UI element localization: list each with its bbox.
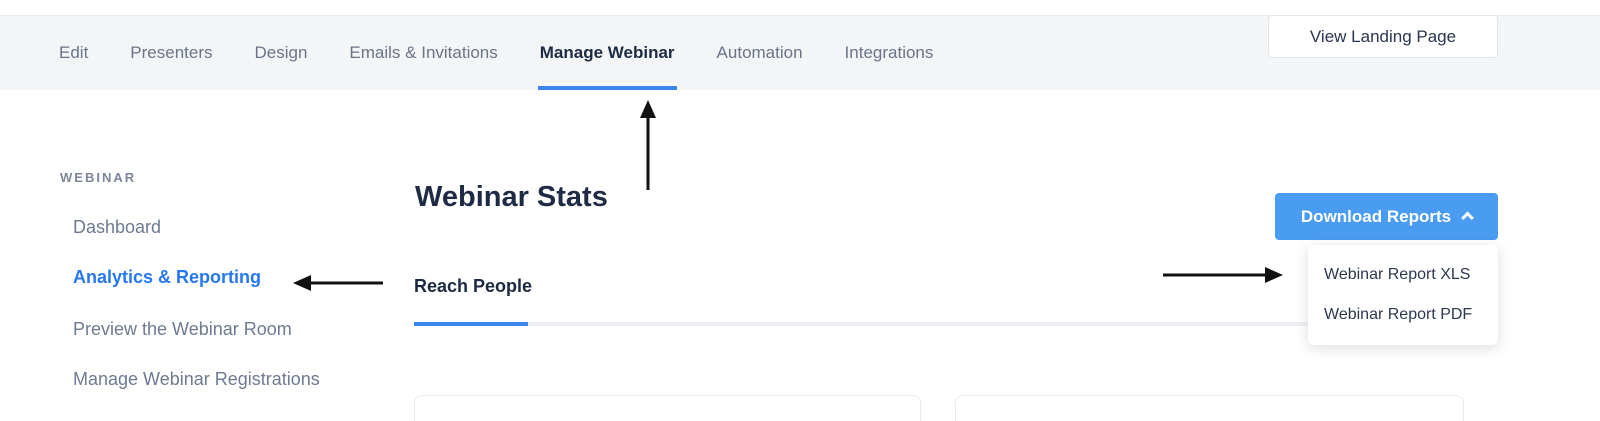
- sidebar-item-preview-webinar-room[interactable]: Preview the Webinar Room: [73, 319, 292, 339]
- tab-presenters[interactable]: Presenters: [130, 43, 213, 62]
- top-nav-tab-row: Edit Presenters Design Emails & Invitati…: [0, 16, 933, 90]
- annotation-arrow-up-manage-webinar: [640, 100, 656, 190]
- sidebar-item-manage-webinar-registrations[interactable]: Manage Webinar Registrations: [73, 369, 320, 389]
- tab-manage-webinar-label: Manage Webinar: [539, 43, 675, 62]
- tab-edit[interactable]: Edit: [59, 43, 89, 62]
- reach-people-active-underline: [414, 322, 528, 326]
- active-tab-underline: [537, 86, 677, 90]
- tab-design[interactable]: Design: [254, 43, 308, 62]
- top-whitespace-strip: [0, 0, 1600, 15]
- menu-item-webinar-report-pdf[interactable]: Webinar Report PDF: [1324, 306, 1473, 323]
- annotation-arrow-right-download-menu: [1163, 267, 1283, 283]
- download-reports-label: Download Reports: [1300, 206, 1452, 226]
- tab-reach-people[interactable]: Reach People: [414, 276, 533, 296]
- annotation-arrow-left-analytics: [293, 275, 383, 291]
- sidebar-item-analytics-reporting[interactable]: Analytics & Reporting: [73, 267, 262, 287]
- tab-automation[interactable]: Automation: [716, 43, 803, 62]
- tab-integrations[interactable]: Integrations: [844, 43, 934, 62]
- tab-manage-webinar[interactable]: Manage Webinar: [537, 16, 677, 90]
- menu-item-webinar-report-xls[interactable]: Webinar Report XLS: [1324, 266, 1471, 283]
- view-landing-page-button[interactable]: View Landing Page: [1268, 15, 1498, 58]
- chevron-up-icon: [1461, 211, 1474, 225]
- stats-tabbar-baseline: [414, 322, 1498, 326]
- sidebar-section-label: WEBINAR: [60, 170, 137, 185]
- download-reports-menu: Webinar Report XLS Webinar Report PDF: [1308, 245, 1498, 345]
- download-reports-button[interactable]: Download Reports: [1275, 193, 1498, 240]
- stats-card-left: [414, 395, 921, 421]
- sidebar-item-dashboard[interactable]: Dashboard: [73, 217, 162, 237]
- page-title: Webinar Stats: [415, 181, 608, 213]
- tab-emails-invitations[interactable]: Emails & Invitations: [349, 43, 498, 62]
- stats-card-right: [955, 395, 1464, 421]
